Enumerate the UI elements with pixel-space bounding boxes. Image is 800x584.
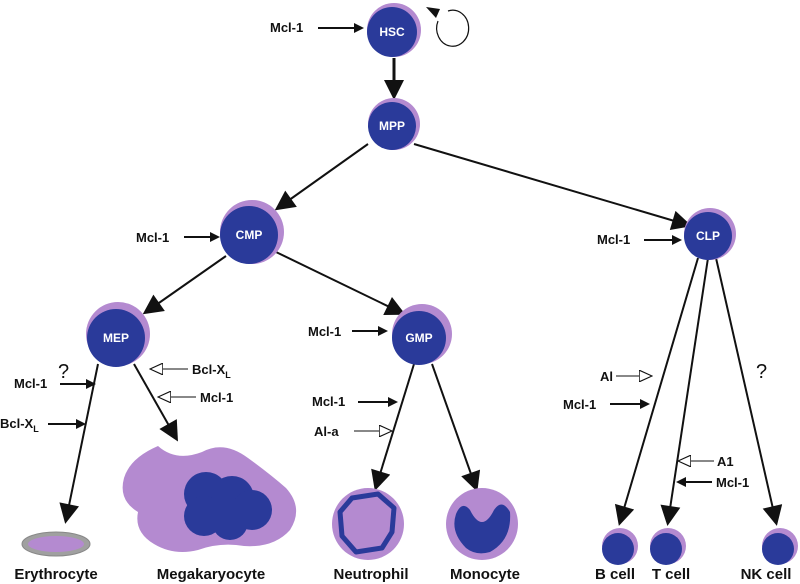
bcell-mcl1-label: Mcl-1 <box>563 397 596 412</box>
arrow-mpp-clp <box>413 143 692 231</box>
arrow-mpp-cmp <box>274 143 369 211</box>
clp-mcl1-label: Mcl-1 <box>597 232 630 247</box>
neutrophil-cell <box>332 488 404 560</box>
regulator-hsc: Mcl-1 <box>270 20 364 35</box>
nkcell-label: NK cell <box>741 566 792 583</box>
regulator-nkcell: ? <box>756 361 767 383</box>
arrow-gmp-monocyte <box>431 363 481 492</box>
neutrophil-mcl1-label: Mcl-1 <box>312 394 345 409</box>
cell-mep: MEP <box>86 302 150 367</box>
erythrocyte-cell <box>21 531 91 557</box>
gmp-mcl1-label: Mcl-1 <box>308 324 341 339</box>
mep-label: MEP <box>103 331 129 345</box>
b-cell <box>602 528 638 565</box>
regulator-megakaryocyte: Bcl-XL Mcl-1 <box>150 362 233 405</box>
cell-clp: CLP <box>684 208 736 260</box>
hsc-mcl1-label: Mcl-1 <box>270 20 303 35</box>
megakaryocyte-label: Megakaryocyte <box>157 566 265 583</box>
megakaryocyte-mcl1-label: Mcl-1 <box>200 390 233 405</box>
lineage-arrows <box>59 58 783 526</box>
t-cell <box>650 528 686 565</box>
erythrocyte-mcl1-label: Mcl-1 <box>14 376 47 391</box>
monocyte-cell <box>446 488 518 560</box>
mpp-label: MPP <box>379 119 405 133</box>
cmp-label: CMP <box>236 228 263 242</box>
hsc-label: HSC <box>379 25 405 39</box>
cmp-mcl1-label: Mcl-1 <box>136 230 169 245</box>
arrow-clp-tcell <box>660 257 709 526</box>
cell-hsc: HSC <box>367 3 421 57</box>
arrow-mep-megakaryocyte <box>133 363 178 442</box>
neutrophil-ala-label: Al-a <box>314 424 339 439</box>
regulator-erythrocyte: ? Mcl-1 Bcl-XL <box>0 361 96 434</box>
bcell-label: B cell <box>595 566 635 583</box>
regulator-clp: Mcl-1 <box>597 232 682 247</box>
arrow-clp-bcell <box>614 257 699 526</box>
arrow-clp-nkcell <box>715 257 783 526</box>
cell-gmp: GMP <box>392 304 452 365</box>
self-renewal-arrow <box>426 7 470 47</box>
mature-labels: Erythrocyte Megakaryocyte Neutrophil Mon… <box>14 566 791 583</box>
tcell-mcl1-label: Mcl-1 <box>716 475 749 490</box>
gmp-label: GMP <box>405 331 432 345</box>
erythrocyte-bclxl-label: Bcl-XL <box>0 416 39 434</box>
nkcell-unknown-mark: ? <box>756 361 767 383</box>
arrow-cmp-mep <box>142 255 227 315</box>
regulator-cmp: Mcl-1 <box>136 230 220 245</box>
regulator-tcell: A1 Mcl-1 <box>676 454 749 490</box>
megakaryocyte-bclxl-label: Bcl-XL <box>192 362 231 380</box>
erythrocyte-unknown-mark: ? <box>58 361 69 383</box>
tcell-label: T cell <box>652 566 690 583</box>
cell-mpp: MPP <box>368 98 420 150</box>
cell-cmp: CMP <box>220 200 284 264</box>
monocyte-label: Monocyte <box>450 566 520 583</box>
clp-label: CLP <box>696 229 720 243</box>
nk-cell <box>762 528 798 565</box>
arrow-gmp-neutrophil <box>371 363 415 491</box>
megakaryocyte-cell <box>122 446 297 552</box>
erythrocyte-label: Erythrocyte <box>14 566 97 583</box>
regulator-bcell: Al Mcl-1 <box>563 369 652 412</box>
bcell-al-label: Al <box>600 369 613 384</box>
regulator-neutrophil: Mcl-1 Al-a <box>312 394 398 439</box>
tcell-a1-label: A1 <box>717 454 734 469</box>
neutrophil-label: Neutrophil <box>334 566 409 583</box>
arrow-mep-erythrocyte <box>59 363 99 524</box>
arrow-cmp-gmp <box>275 251 406 316</box>
regulator-gmp: Mcl-1 <box>308 324 388 339</box>
